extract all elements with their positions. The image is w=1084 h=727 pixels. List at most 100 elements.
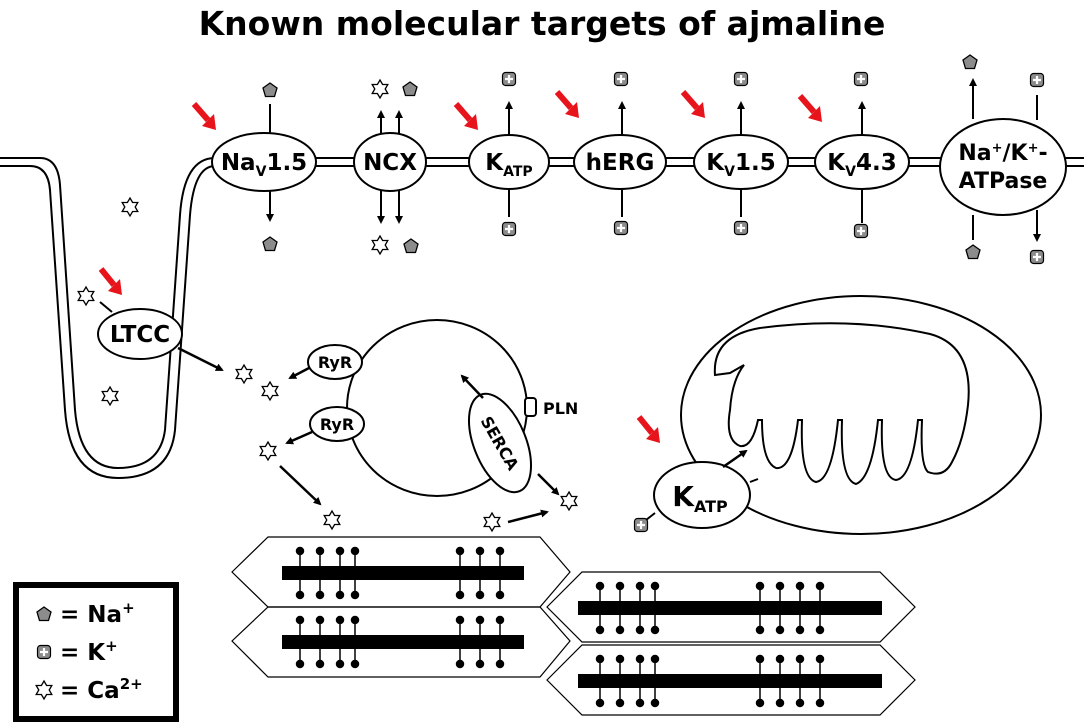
arrow-ltcc <box>98 267 122 295</box>
myosin-head <box>455 546 465 556</box>
myosin-head <box>795 625 805 635</box>
myosin-head <box>650 654 660 664</box>
myosin-head <box>755 625 765 635</box>
myosin-head <box>475 590 485 600</box>
myosin-head <box>295 546 305 556</box>
arrow-kv15 <box>680 90 705 118</box>
myosin-head <box>455 659 465 669</box>
svg-text:RyR: RyR <box>320 415 354 434</box>
legend-item-potassium: = K+ <box>36 637 118 666</box>
myosin-head <box>815 581 825 591</box>
myosin-head <box>635 625 645 635</box>
channel-ltcc: LTCC <box>97 301 224 372</box>
myofilament-sarcomere <box>231 536 916 716</box>
myosin-head <box>595 581 605 591</box>
myosin-head <box>595 654 605 664</box>
myosin-head <box>335 615 345 625</box>
legend-item-calcium: = Ca2+ <box>35 675 143 704</box>
myosin-head <box>650 698 660 708</box>
svg-text:NaV1.5: NaV1.5 <box>221 150 307 180</box>
figure-title: Known molecular targets of ajmaline <box>198 4 886 43</box>
myosin-head <box>475 615 485 625</box>
myosin-head <box>815 654 825 664</box>
ryr-channel-upper: RyR <box>307 344 363 380</box>
arrow-nav15 <box>191 102 216 130</box>
svg-text:KATP: KATP <box>485 150 532 180</box>
myosin-head <box>455 615 465 625</box>
myosin-head <box>595 625 605 635</box>
channel-katp-membrane: KATP <box>468 134 550 190</box>
pln-regulator: PLN <box>524 397 578 418</box>
myosin-head <box>815 698 825 708</box>
myosin-head <box>350 590 360 600</box>
svg-text:RyR: RyR <box>318 353 352 372</box>
myosin-head <box>635 654 645 664</box>
svg-text:= K+: = K+ <box>60 637 118 666</box>
channel-kv43: KV4.3 <box>814 134 910 190</box>
channel-na-k-atpase: Na+/K+- ATPase <box>939 118 1067 216</box>
svg-text:KV4.3: KV4.3 <box>827 150 896 180</box>
myosin-head <box>795 654 805 664</box>
myosin-head <box>615 654 625 664</box>
myosin-head <box>775 581 785 591</box>
drug-target-arrow <box>98 90 822 443</box>
myosin-head <box>775 698 785 708</box>
myosin-head <box>295 590 305 600</box>
myosin-head <box>650 581 660 591</box>
channel-herg: hERG <box>573 134 667 190</box>
myosin-head <box>315 546 325 556</box>
channel-kv15: KV1.5 <box>693 134 789 190</box>
myosin-head <box>615 625 625 635</box>
myosin-head <box>815 625 825 635</box>
myosin-head <box>755 698 765 708</box>
membrane-ion-flux <box>266 78 1041 242</box>
myosin-head <box>315 615 325 625</box>
myosin-head <box>495 659 505 669</box>
myosin-head <box>495 590 505 600</box>
myosin-head <box>635 581 645 591</box>
svg-text:KATP: KATP <box>672 480 728 516</box>
myosin-head <box>650 625 660 635</box>
myosin-head <box>615 698 625 708</box>
svg-text:PLN: PLN <box>543 399 578 418</box>
arrow-herg <box>554 90 579 118</box>
myosin-head <box>775 654 785 664</box>
myosin-head <box>315 590 325 600</box>
arrow-katp <box>453 102 478 130</box>
channel-nav15: NaV1.5 <box>211 132 317 192</box>
myosin-head <box>295 659 305 669</box>
legend: = Na+ = K+ = Ca2+ <box>13 582 179 722</box>
myosin-head <box>335 590 345 600</box>
arrow-kv43 <box>797 94 822 122</box>
mitochondrion <box>680 295 1042 535</box>
sarcoplasmic-reticulum: RyR RyR SERCA PLN <box>279 319 578 524</box>
svg-text:Na+/K+-: Na+/K+- <box>958 141 1047 166</box>
svg-text:= Ca2+: = Ca2+ <box>60 675 143 704</box>
serca-pump: SERCA <box>468 392 532 494</box>
channel-ncx: NCX <box>353 132 427 192</box>
myosin-head <box>595 698 605 708</box>
svg-text:hERG: hERG <box>586 150 655 176</box>
myosin-head <box>315 659 325 669</box>
arrow-mito-katp <box>636 415 660 443</box>
myosin-head <box>755 581 765 591</box>
myosin-head <box>795 698 805 708</box>
myosin-head <box>350 546 360 556</box>
myosin-head <box>635 698 645 708</box>
myosin-head <box>455 590 465 600</box>
myosin-head <box>615 581 625 591</box>
myosin-head <box>350 615 360 625</box>
legend-item-sodium: = Na+ <box>36 599 135 628</box>
myosin-head <box>755 654 765 664</box>
myosin-head <box>495 546 505 556</box>
myosin-head <box>335 546 345 556</box>
svg-text:NCX: NCX <box>363 150 417 176</box>
myosin-head <box>475 546 485 556</box>
ryr-channel-lower: RyR <box>309 406 365 442</box>
myosin-head <box>495 615 505 625</box>
svg-text:= Na+: = Na+ <box>60 599 135 628</box>
myosin-head <box>795 581 805 591</box>
svg-text:LTCC: LTCC <box>110 322 170 348</box>
myosin-head <box>475 659 485 669</box>
svg-text:ATPase: ATPase <box>959 169 1048 194</box>
